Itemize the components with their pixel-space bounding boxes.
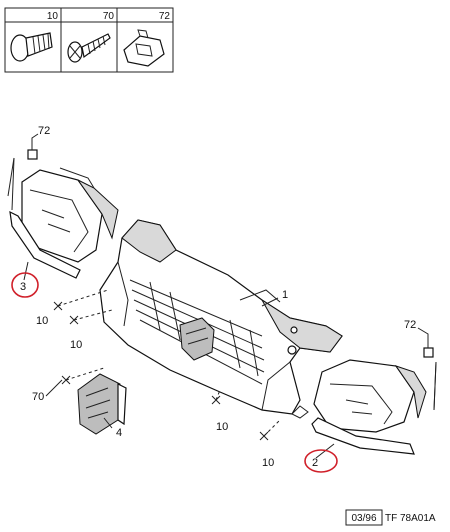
callout-3: 3 xyxy=(20,281,26,293)
callout-2: 2 xyxy=(312,457,318,469)
callout-10-d: 10 xyxy=(262,457,274,469)
callout-10-b: 10 xyxy=(70,339,82,351)
self-tapping-screw-icon xyxy=(67,33,111,63)
lower-bracket xyxy=(77,373,127,435)
legend-code-70: 70 xyxy=(103,11,115,22)
legend: 10 70 72 xyxy=(4,7,174,73)
footer-date: 03/96 xyxy=(351,513,376,524)
front-panel xyxy=(99,219,343,419)
highlight-circle-3 xyxy=(11,272,39,298)
callout-10-c: 10 xyxy=(216,421,228,433)
footer-reference: 03/96 TF 78A01A xyxy=(345,509,436,526)
clip-box-right xyxy=(423,347,434,358)
clip-box-left xyxy=(27,149,38,160)
highlight-circle-2 xyxy=(304,449,338,473)
left-trim-strip xyxy=(7,157,81,279)
footer-ref: TF 78A01A xyxy=(385,513,436,524)
callout-1: 1 xyxy=(282,289,288,301)
callout-70: 70 xyxy=(32,391,44,403)
legend-code-72: 72 xyxy=(159,11,171,22)
callout-72-left: 72 xyxy=(38,125,50,137)
callout-4: 4 xyxy=(116,427,122,439)
callout-72-right: 72 xyxy=(404,319,416,331)
screw-icon xyxy=(10,32,53,62)
clip-nut-icon xyxy=(123,29,165,67)
right-trim-strip xyxy=(311,361,437,455)
legend-code-10: 10 xyxy=(47,11,59,22)
right-headlamp xyxy=(313,359,427,433)
screw-markers xyxy=(53,289,281,441)
callout-10-a: 10 xyxy=(36,315,48,327)
